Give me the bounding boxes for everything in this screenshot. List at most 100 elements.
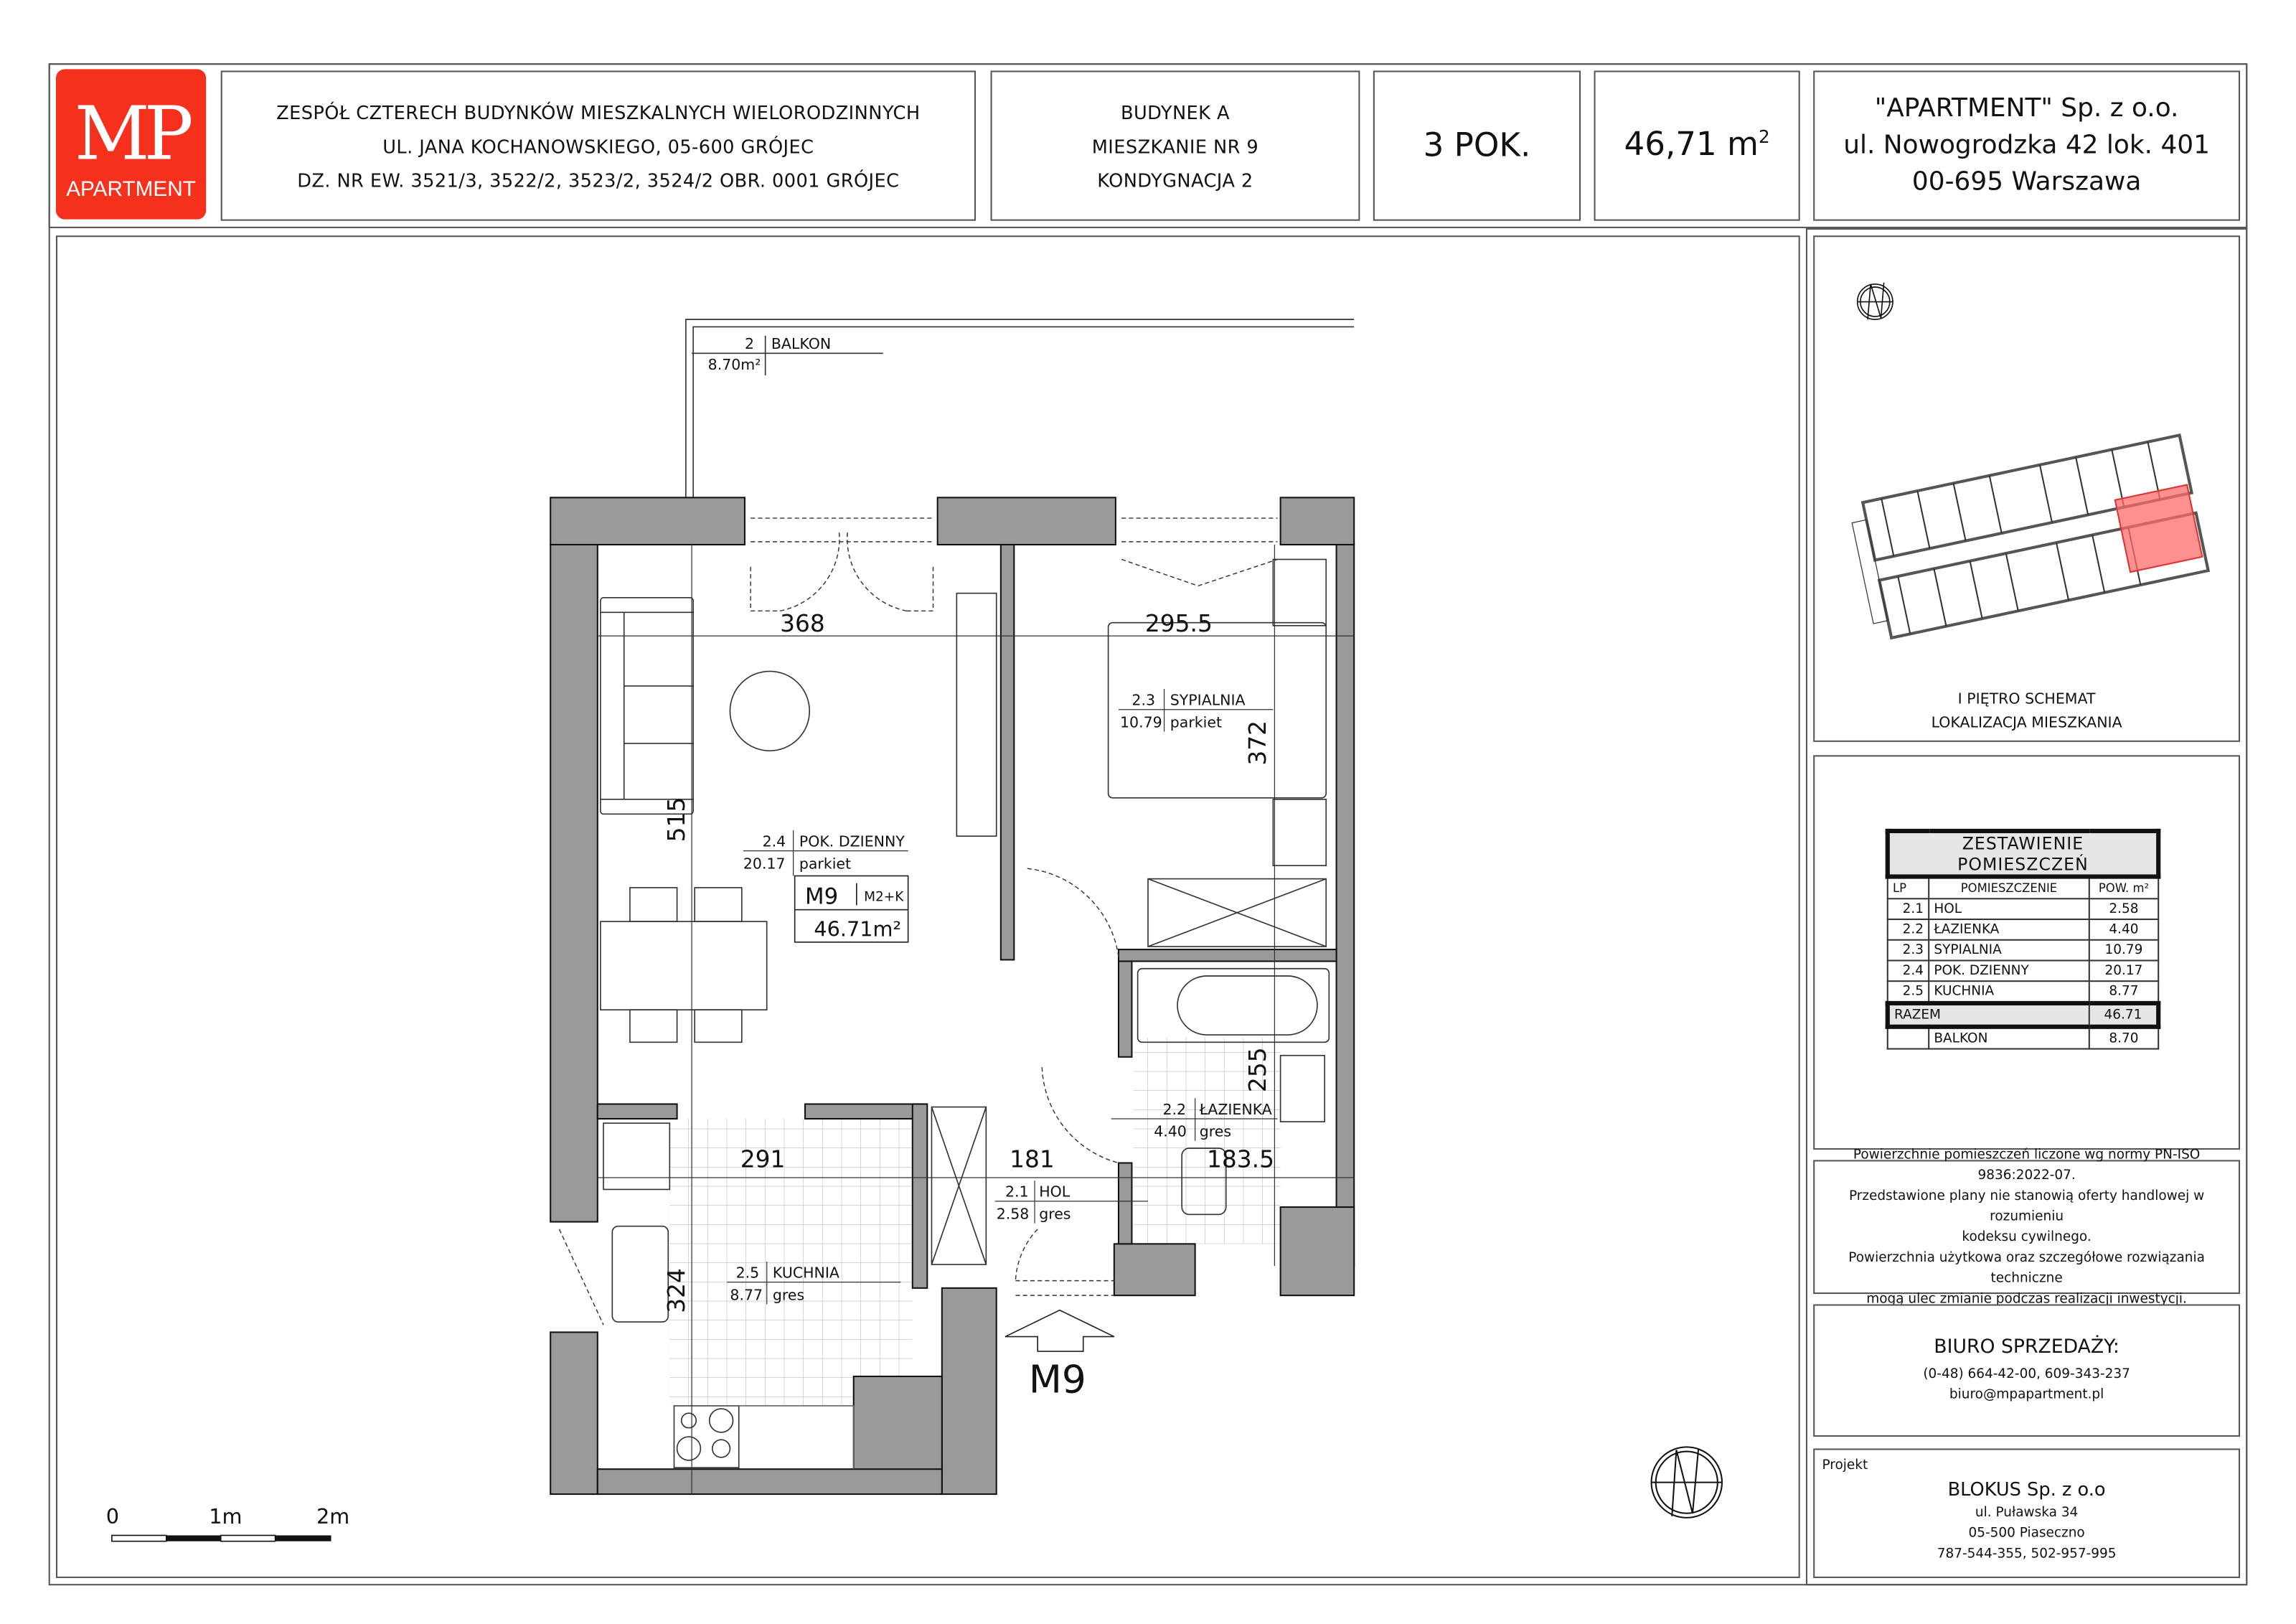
wardrobe [1147, 878, 1327, 947]
scale-label-1m: 1m [209, 1504, 242, 1529]
room-number: 2.2 [1163, 1101, 1187, 1118]
unit-area: 46.71m² [814, 917, 901, 942]
project-line: DZ. NR EW. 3521/3, 3522/2, 3523/2, 3524/… [297, 168, 900, 191]
designer-name: BLOKUS Sp. z o.o [1947, 1477, 2106, 1500]
scale-label-2m: 2m [316, 1504, 349, 1529]
entrance-arrow-icon [1004, 1309, 1115, 1352]
dim-kitchen-width: 291 [740, 1146, 786, 1173]
cell-room: HOL [1928, 898, 2090, 921]
coffee-table [729, 670, 811, 751]
room-number: 2.5 [736, 1264, 760, 1282]
bed [1107, 621, 1327, 799]
col-header-lp: LP [1886, 876, 1930, 900]
room-area: 10.79 [1120, 713, 1162, 731]
doors-windows [558, 517, 1278, 1325]
sales-email[interactable]: biuro@mpapartment.pl [1949, 1387, 2104, 1402]
dimension-lines [597, 544, 1355, 1495]
washbasin [1279, 1054, 1325, 1122]
cell-area: 4.40 [2088, 918, 2160, 941]
company-name: "APARTMENT" Sp. z o.o. [1874, 93, 2179, 123]
designer-phones: 787-544-355, 502-957-995 [1937, 1546, 2117, 1562]
hall-wardrobe [931, 1106, 987, 1265]
note-line: Powierzchnia użytkowa oraz szczegółowe r… [1848, 1250, 2205, 1286]
dim-bedroom-width: 295.5 [1145, 610, 1213, 637]
cell-lp: 2.4 [1886, 959, 1930, 982]
logo-text: APARTMENT [66, 178, 196, 202]
designer-street: ul. Puławska 34 [1975, 1505, 2079, 1520]
bathtub [1137, 967, 1330, 1043]
project-info-box: ZESPÓŁ CZTERECH BUDYNKÓW MIESZKALNYCH WI… [220, 70, 976, 221]
balcony-name: BALKON [771, 335, 831, 352]
room-count-box: 3 POK. [1373, 70, 1581, 221]
unit-type: M2+K [864, 889, 904, 904]
room-area: 8.77 [730, 1286, 763, 1303]
dim-bath-height: 255 [1244, 1047, 1271, 1092]
dim-hall-width: 181 [1010, 1146, 1055, 1173]
unit-id: M9 [805, 883, 838, 909]
balcony-area: 8.70m² [708, 356, 761, 373]
key-plan-building [1851, 433, 2211, 640]
caption-line: LOKALIZACJA MIESZKANIA [1931, 715, 2122, 732]
building-line: BUDYNEK A [1120, 100, 1230, 123]
caption-line: I PIĘTRO SCHEMAT [1957, 692, 2096, 708]
table-title: ZESTAWIENIE POMIESZCZEŃ [1885, 828, 2161, 879]
kitchen-tiles [669, 1118, 913, 1406]
company-box: "APARTMENT" Sp. z o.o. ul. Nowogrodzka 4… [1813, 70, 2241, 221]
entrance-label: M9 [1029, 1357, 1086, 1402]
logo-mark: MP [74, 91, 194, 177]
apartment-number: MIESZKANIE NR 9 [1091, 134, 1259, 157]
cell-lp: 2.5 [1886, 980, 1930, 1004]
cell-room: SYPIALNIA [1928, 939, 2090, 962]
unit-tag [794, 875, 909, 943]
north-arrow-icon [1650, 1446, 1723, 1519]
designer-label: Projekt [1822, 1458, 1868, 1474]
room-name: SYPIALNIA [1170, 692, 1246, 709]
sofa [600, 596, 694, 815]
sales-phones: (0-48) 664-42-00, 609-343-237 [1923, 1366, 2130, 1382]
col-header-area: POW. m² [2088, 876, 2160, 900]
tv-stand [956, 592, 997, 837]
toilet [1181, 1147, 1227, 1216]
designer-city: 05-500 Piaseczno [1968, 1526, 2085, 1541]
room-floor: gres [1200, 1123, 1231, 1140]
room-name: POK. DZIENNY [799, 832, 905, 850]
total-label: RAZEM [1885, 1000, 2090, 1029]
room-area: 20.17 [743, 855, 786, 872]
balcony-number: 2 [745, 335, 754, 352]
apartment-highlight [2114, 484, 2203, 573]
note-line: Powierzchnie pomieszczeń liczone wg norm… [1853, 1147, 2201, 1183]
room-name: ŁAZIENKA [1199, 1101, 1272, 1118]
cell-area: 8.77 [2088, 980, 2160, 1004]
floor-level: KONDYGNACJA 2 [1097, 168, 1253, 191]
area-value: 46,71 m [1624, 127, 1759, 165]
dim-bath-width: 183.5 [1207, 1146, 1274, 1173]
col-header-room: POMIESZCZENIE [1928, 876, 2090, 900]
company-city: 00-695 Warszawa [1911, 166, 2142, 197]
mp-apartment-logo: MP APARTMENT [55, 69, 207, 220]
balcony [685, 319, 1355, 498]
room-number: 2.3 [1131, 692, 1155, 709]
sales-office-box: BIURO SPRZEDAŻY: (0-48) 664-42-00, 609-3… [1813, 1304, 2241, 1437]
cell-lp: 2.3 [1886, 939, 1930, 962]
header-frame [48, 63, 2248, 228]
room-name: KUCHNIA [773, 1264, 839, 1282]
key-plan-caption: I PIĘTRO SCHEMAT LOKALIZACJA MIESZKANIA [1815, 689, 2239, 736]
room-number: 2.1 [1005, 1183, 1029, 1201]
total-area-cell: 46.71 [2088, 1000, 2161, 1029]
room-name: HOL [1039, 1183, 1071, 1201]
cell-lp: 2.1 [1886, 898, 1930, 921]
dim-living-width: 368 [780, 610, 825, 637]
room-floor: gres [773, 1286, 804, 1303]
room-number: 2.4 [763, 832, 786, 850]
note-line: kodeksu cywilnego. [1962, 1229, 2092, 1245]
walls [550, 497, 1355, 1496]
furniture [600, 558, 1330, 1470]
